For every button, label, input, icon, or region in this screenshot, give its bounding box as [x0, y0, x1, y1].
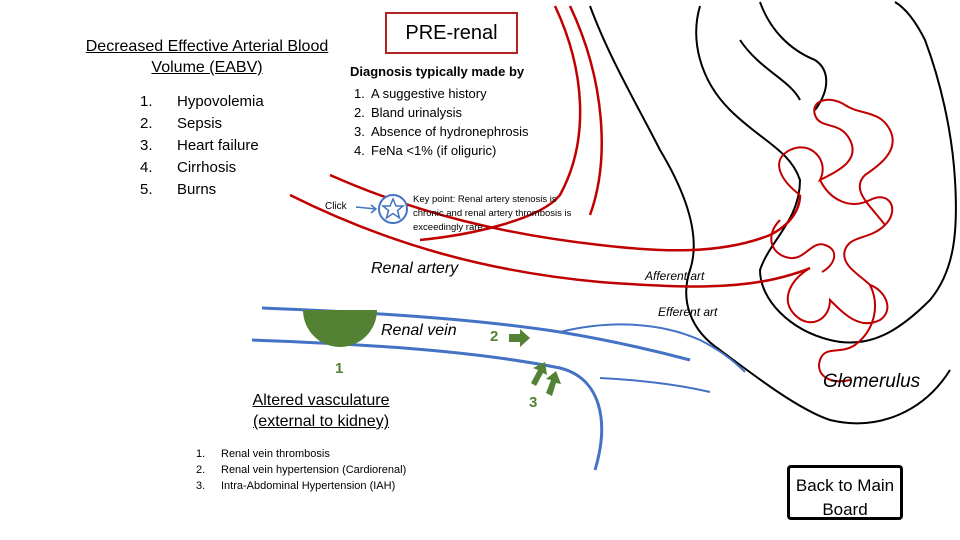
click-arrow-icon [355, 204, 378, 214]
list-item: 1.Renal vein thrombosis [196, 448, 330, 460]
glomerulus-tuft [770, 98, 894, 383]
compression-mass [303, 310, 377, 347]
altered-list: 1.Renal vein thrombosis 2.Renal vein hyp… [196, 446, 406, 494]
efferent-label: Efferent art [658, 305, 718, 319]
aorta-left-wall [419, 5, 582, 242]
click-label[interactable]: Click [325, 201, 347, 212]
list-item: 5.Burns [140, 181, 217, 198]
arrow-site-2 [509, 329, 530, 347]
diagnosis-heading: Diagnosis typically made by [350, 64, 525, 79]
renal-vein-branch-lower [599, 377, 711, 393]
list-item: 2.Sepsis [140, 115, 223, 132]
eabv-heading: Decreased Effective Arterial Blood Volum… [85, 38, 329, 76]
arrow-site-3a [531, 362, 547, 386]
list-item: 3.Intra-Abdominal Hypertension (IAH) [196, 480, 396, 492]
kidney-outline [589, 1, 957, 425]
site-3-label: 3 [529, 394, 538, 411]
list-item: 1.A suggestive history [354, 86, 487, 101]
page-title: PRE-renal [385, 12, 518, 54]
renal-artery-upper-wall [329, 173, 802, 252]
list-item: 3.Absence of hydronephrosis [354, 124, 529, 139]
list-item: 4.Cirrhosis [140, 159, 237, 176]
site-2-label: 2 [490, 328, 499, 345]
aorta-right-wall [568, 5, 603, 216]
renal-vein-label: Renal vein [381, 322, 457, 339]
renal-artery-lower-wall [289, 193, 811, 288]
list-item: 3.Heart failure [140, 137, 259, 154]
site-1-label: 1 [335, 360, 344, 377]
arrow-site-3b [546, 371, 561, 396]
list-item: 4.FeNa <1% (if oliguric) [354, 143, 497, 158]
renal-artery-label: Renal artery [371, 260, 459, 277]
list-item: 2.Bland urinalysis [354, 105, 463, 120]
eabv-list: 1.Hypovolemia 2.Sepsis 3.Heart failure 4… [140, 91, 264, 201]
renal-vein-branch-upper [559, 323, 746, 373]
list-item: 2.Renal vein hypertension (Cardiorenal) [196, 464, 407, 476]
diagnosis-list: 1.A suggestive history 2.Bland urinalysi… [354, 84, 529, 160]
list-item: 1.Hypovolemia [140, 93, 264, 110]
glomerulus-label: Glomerulus [823, 371, 921, 392]
keypoint-text: Key point: Renal artery stenosis is chro… [413, 194, 572, 233]
altered-heading: Altered vasculature (external to kidney) [252, 392, 390, 430]
back-to-main-board-button[interactable]: Back to Main Board [787, 465, 903, 520]
star-circle-icon[interactable] [378, 194, 408, 224]
afferent-label: Afferent art [645, 269, 705, 283]
